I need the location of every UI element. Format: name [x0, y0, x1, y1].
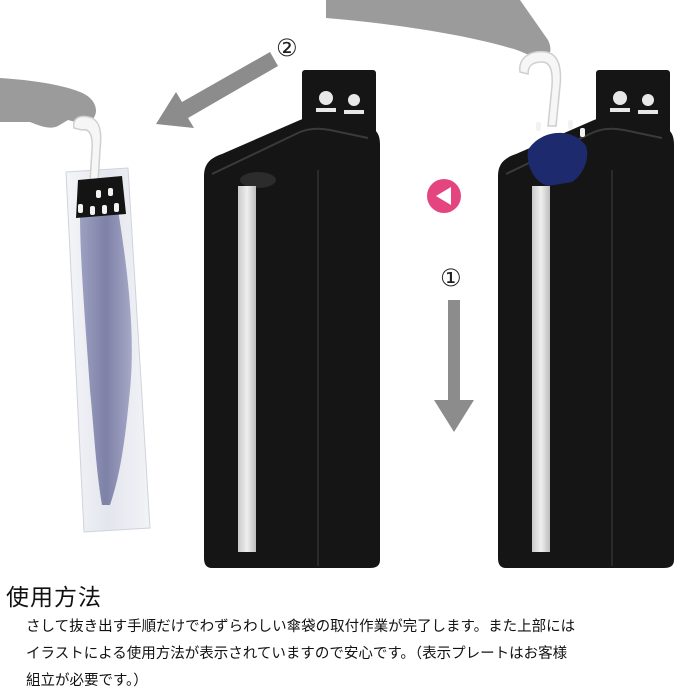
- body-line-2: イラストによる使用方法が表示されていますので安心です。（表示プレートはお客様: [26, 646, 568, 662]
- body-line-3: 組立が必要です。）: [26, 673, 148, 689]
- section-body: さして抜き出す手順だけでわずらわしい傘袋の取付作業が完了します。また上部には イ…: [26, 614, 696, 695]
- umbrella-top-left: [76, 176, 126, 218]
- umbrella-bag-stand-right: [498, 50, 674, 569]
- umbrella-top-right: [527, 132, 588, 186]
- right-hand-silhouette: [326, 0, 551, 59]
- unit-body-right: [498, 116, 674, 569]
- left-hand-silhouette: [0, 78, 96, 128]
- umbrella-handle-left: [72, 115, 102, 183]
- insert-opening-center: [240, 172, 276, 188]
- bag-slot-right: [532, 186, 550, 552]
- umbrella-handle-right: [519, 50, 562, 127]
- unit-body-center: [204, 116, 380, 569]
- left-arrow-icon: [156, 52, 278, 128]
- step-1-label: ①: [440, 264, 462, 292]
- umbrella-bag-stand-center: [204, 70, 380, 569]
- bagged-umbrella-figure: [0, 78, 151, 533]
- body-line-1: さして抜き出す手順だけでわずらわしい傘袋の取付作業が完了します。また上部には: [26, 619, 576, 635]
- gray-down-arrow-icon: [434, 300, 474, 432]
- product-illustration: [0, 0, 674, 569]
- pink-circle-left-triangle-icon: [427, 179, 461, 213]
- umbrella-in-bag: [80, 210, 132, 505]
- umbrella-tips-left: [78, 188, 119, 215]
- section-heading: 使用方法: [6, 585, 102, 611]
- unit-top-highlight-center: [211, 127, 369, 175]
- bag-slot-center: [238, 186, 256, 552]
- step-2-label: ②: [276, 34, 298, 62]
